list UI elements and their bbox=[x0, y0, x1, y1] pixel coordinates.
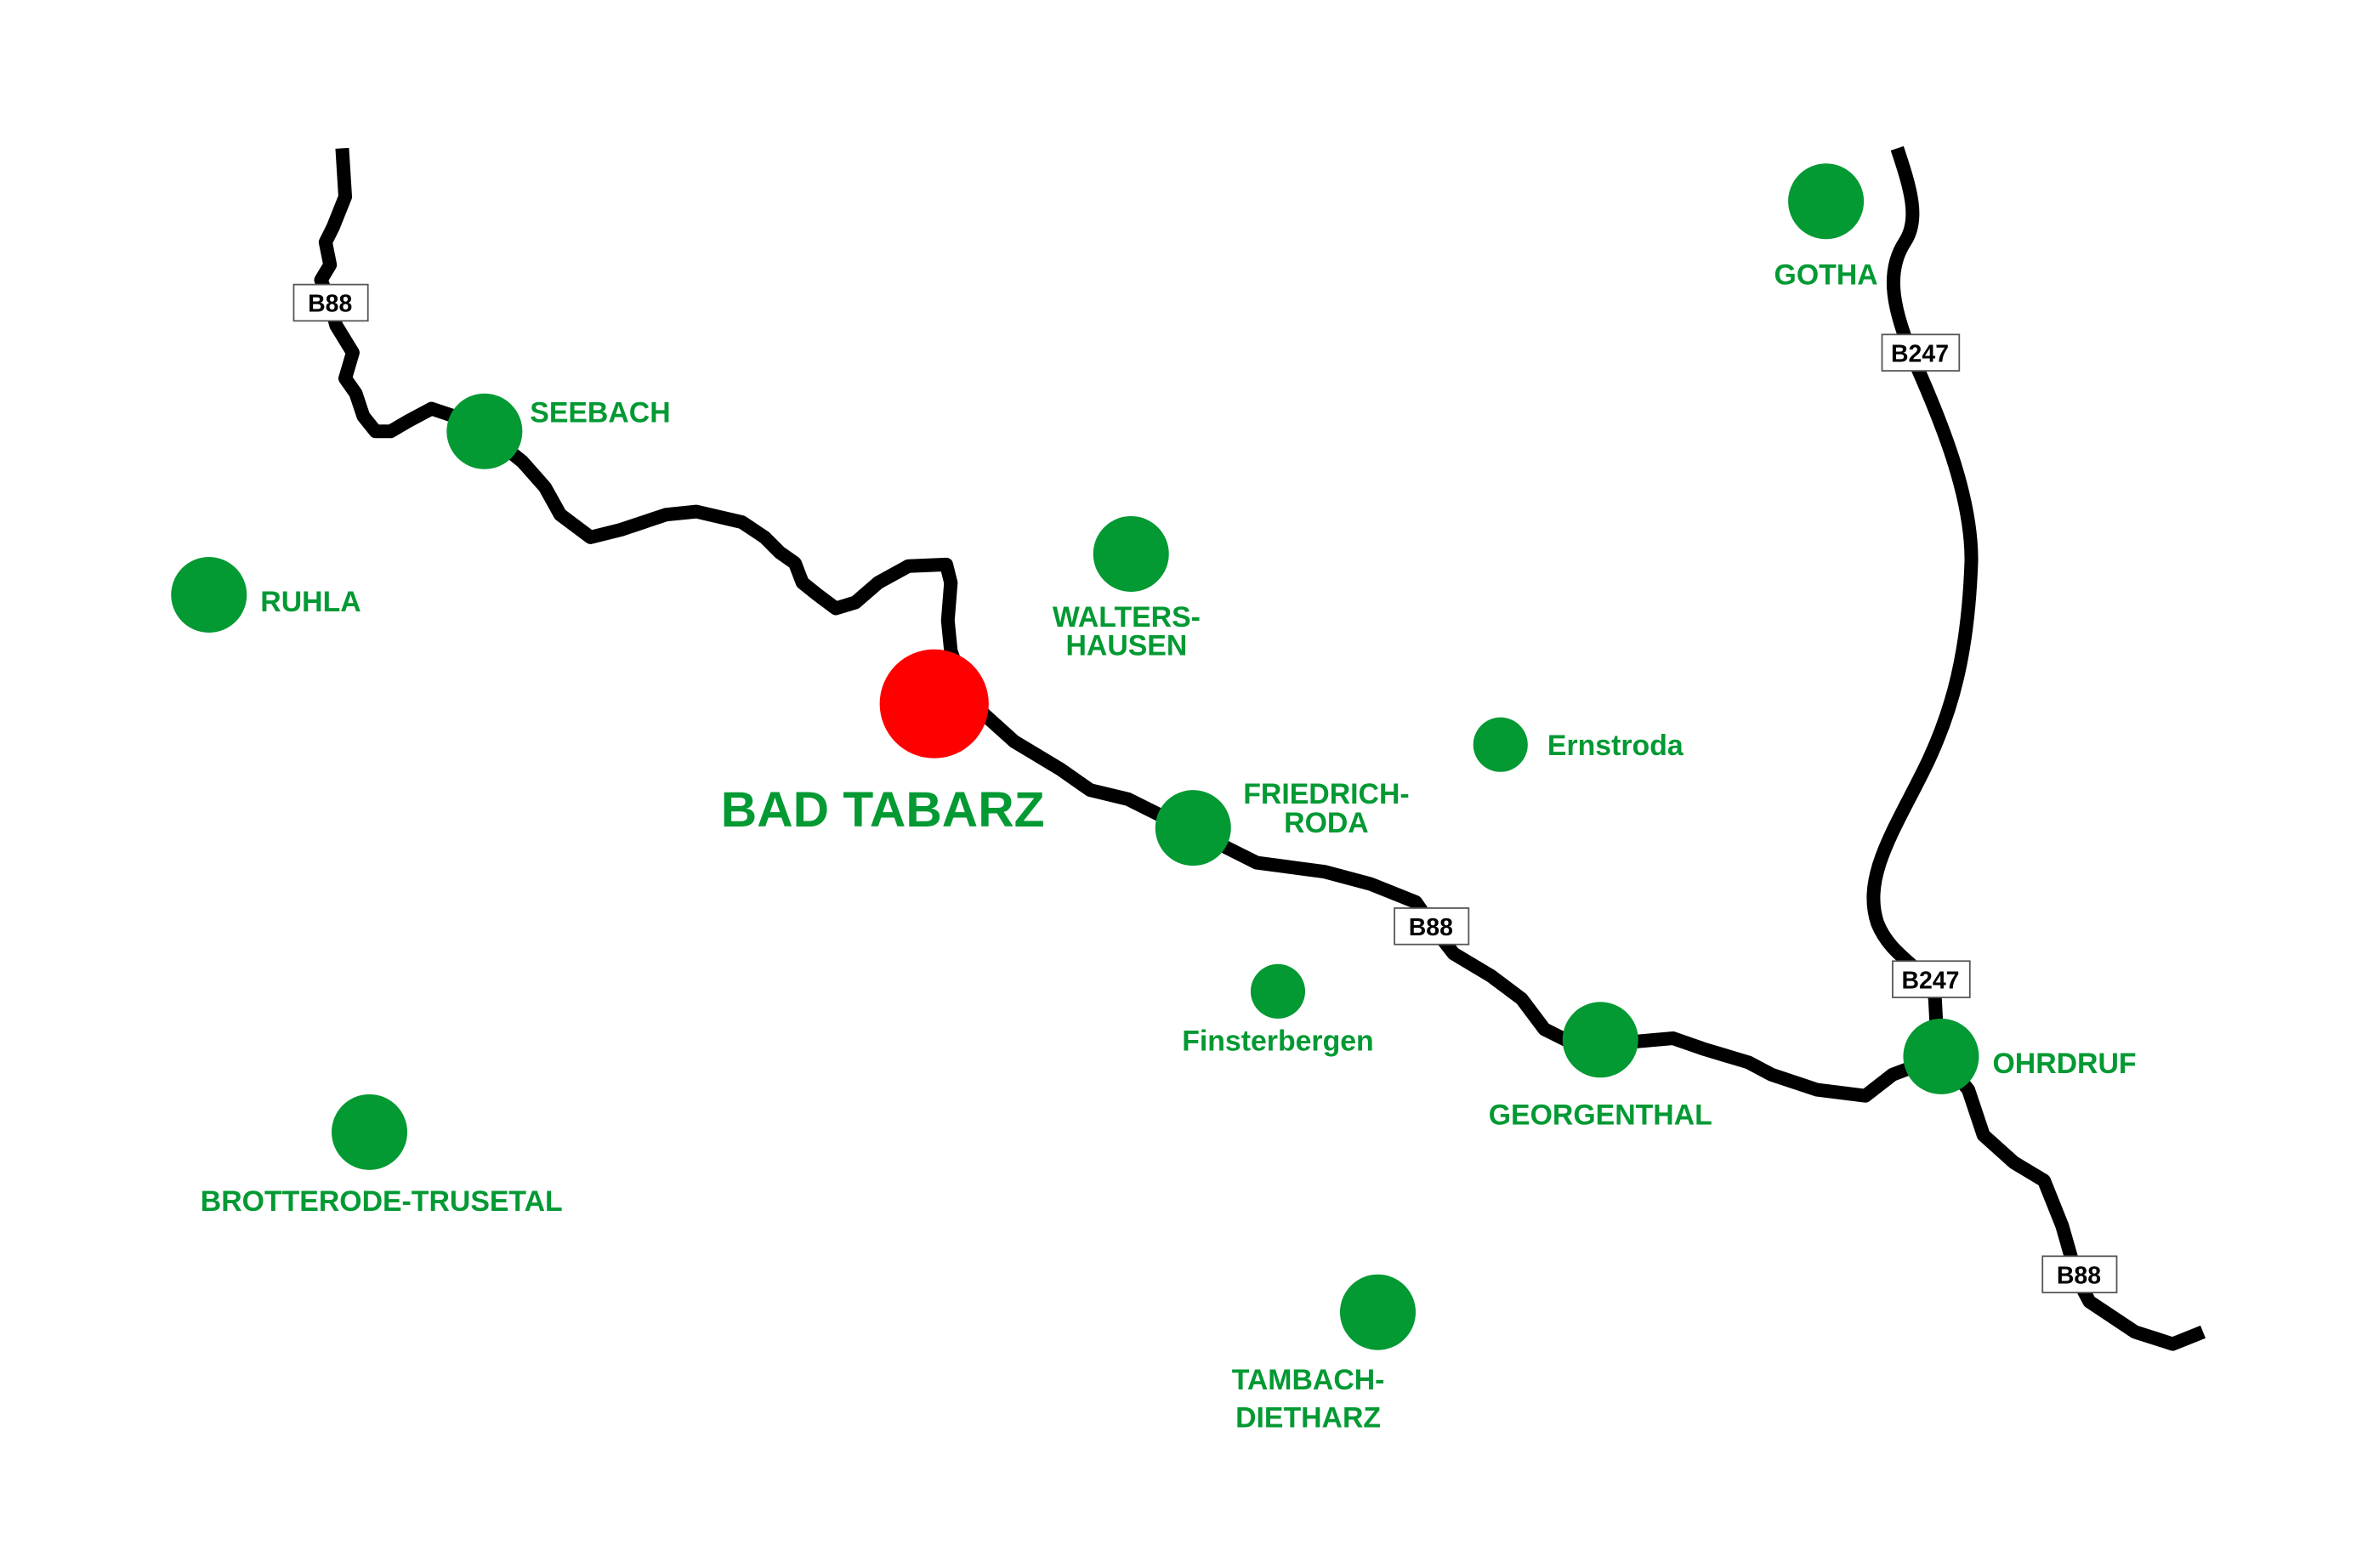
label-tambach-1: TAMBACH- bbox=[1232, 1364, 1385, 1396]
svg-text:B88: B88 bbox=[308, 291, 352, 318]
label-waltershausen-1: WALTERS- bbox=[1053, 601, 1201, 633]
route-shield-b88: B88 bbox=[2041, 1255, 2118, 1293]
label-gotha: GOTHA bbox=[1774, 259, 1878, 292]
svg-text:B247: B247 bbox=[1891, 340, 1949, 367]
road-b88 bbox=[314, 147, 2206, 1351]
svg-text:B88: B88 bbox=[2057, 1262, 2101, 1289]
town-marker-gotha bbox=[1788, 163, 1865, 240]
label-friedrichroda-2: RODA bbox=[1284, 807, 1369, 839]
label-finsterbergen: Finsterbergen bbox=[1182, 1025, 1374, 1057]
svg-text:B247: B247 bbox=[1901, 967, 1959, 994]
route-shield-b88: B88 bbox=[1394, 907, 1470, 946]
town-marker-ohrdruf bbox=[1903, 1018, 1979, 1094]
route-shield-b88: B88 bbox=[292, 283, 369, 322]
route-shield-b247: B247 bbox=[1892, 960, 1971, 998]
town-marker-georgenthal bbox=[1562, 1002, 1638, 1078]
route-shield-b247: B247 bbox=[1881, 333, 1961, 372]
label-waltershausen-2: HAUSEN bbox=[1065, 630, 1187, 662]
svg-text:B88: B88 bbox=[1409, 914, 1453, 941]
road-b247 bbox=[1866, 145, 1979, 1057]
town-marker-tambach bbox=[1339, 1274, 1417, 1350]
town-marker-ruhla bbox=[171, 557, 247, 633]
label-friedrichroda-1: FRIEDRICH- bbox=[1243, 778, 1409, 810]
label-georgenthal: GEORGENTHAL bbox=[1489, 1099, 1712, 1131]
town-marker-seebach bbox=[446, 393, 523, 469]
highlight-marker-bad-tabarz bbox=[879, 649, 989, 758]
label-brotterode: BROTTERODE-TRUSETAL bbox=[201, 1185, 563, 1218]
label-ohrdruf: OHRDRUF bbox=[1992, 1048, 2136, 1080]
label-tambach-2: DIETHARZ bbox=[1235, 1401, 1381, 1434]
town-marker-ernstroda bbox=[1473, 717, 1528, 772]
town-marker-waltershausen bbox=[1093, 515, 1169, 592]
label-ernstroda: Ernstroda bbox=[1547, 730, 1684, 762]
label-ruhla: RUHLA bbox=[260, 586, 361, 618]
label-seebach: SEEBACH bbox=[530, 397, 670, 429]
town-marker-friedrichroda bbox=[1155, 790, 1231, 866]
town-marker-finsterbergen bbox=[1250, 963, 1306, 1019]
town-marker-brotterode bbox=[331, 1094, 408, 1170]
label-bad-tabarz: BAD TABARZ bbox=[721, 782, 1045, 838]
